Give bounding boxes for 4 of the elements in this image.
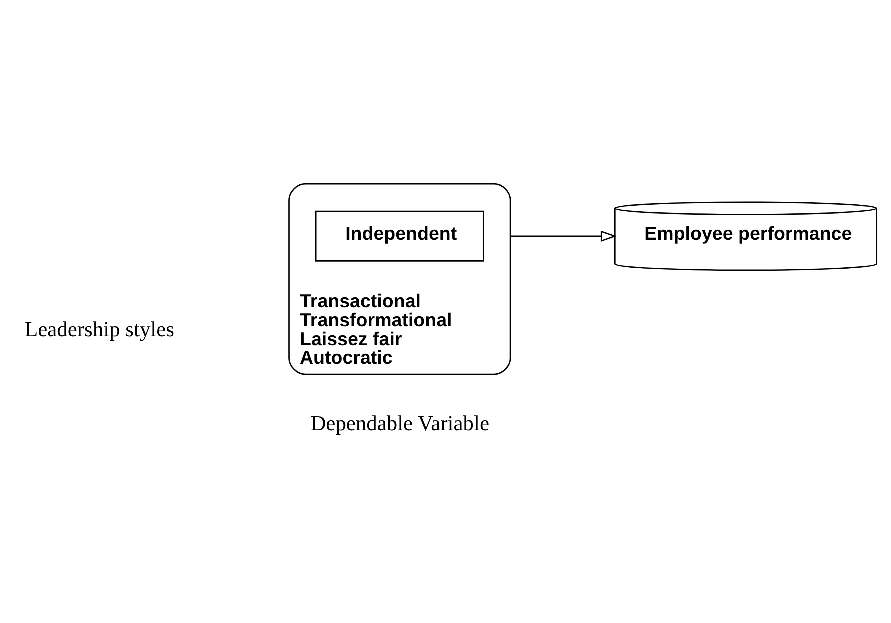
label: Leadership styles xyxy=(25,318,174,342)
arrow xyxy=(510,230,618,242)
label: Dependable Variable xyxy=(310,412,490,436)
node-box: Independent xyxy=(315,210,484,262)
